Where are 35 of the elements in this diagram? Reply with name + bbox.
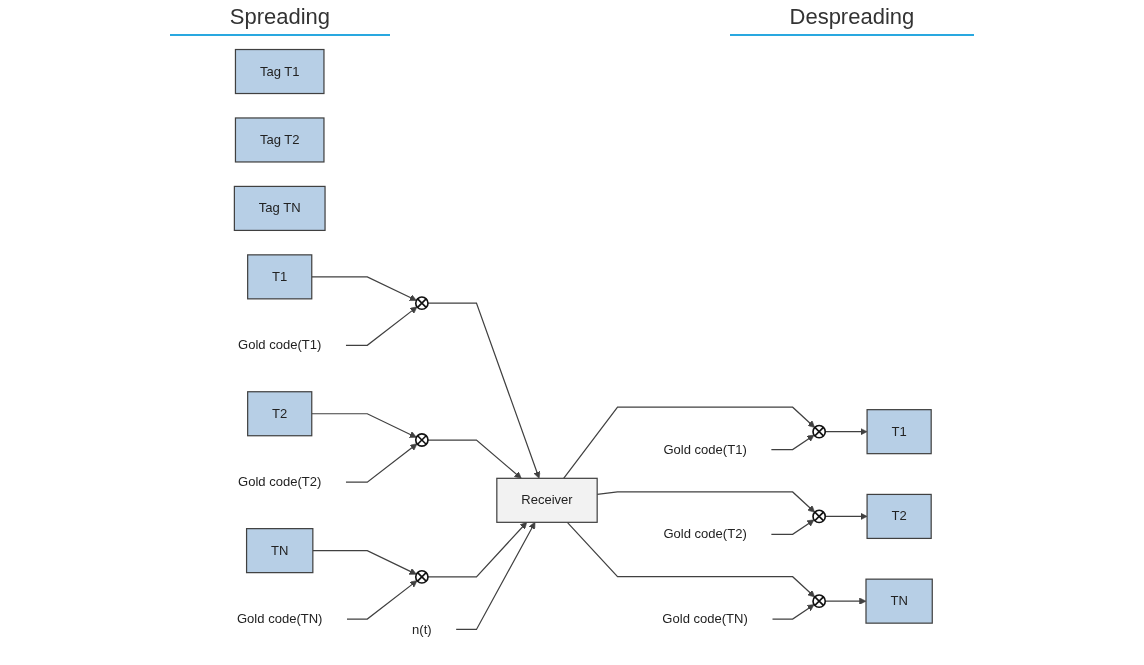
arrow <box>426 521 527 577</box>
arrow <box>566 521 815 597</box>
node-box: T2 <box>866 493 932 539</box>
section-heading: Despreading <box>729 4 975 36</box>
node-box: TN <box>245 527 314 573</box>
node-box: Receiver <box>495 477 598 523</box>
node-text: Gold code(TN) <box>661 611 748 626</box>
node-text: Gold code(T1) <box>237 337 321 352</box>
arrow <box>771 603 814 620</box>
arrow <box>770 434 814 450</box>
node-box: Tag TN <box>233 185 326 231</box>
node-box: T1 <box>866 408 932 454</box>
node-text: Gold code(TN) <box>236 611 323 626</box>
node-box: Tag T1 <box>234 48 325 94</box>
node-text: Gold code(T2) <box>663 526 747 541</box>
arrow <box>344 442 417 483</box>
arrow <box>770 519 814 535</box>
node-text: Gold code(T1) <box>663 441 747 456</box>
arrow <box>455 521 535 630</box>
node-text: Gold code(T2) <box>237 474 321 489</box>
arrow <box>426 438 522 479</box>
node-text: n(t) <box>411 621 432 636</box>
section-heading: Spreading <box>169 4 391 36</box>
arrow <box>426 302 540 479</box>
node-box: TN <box>865 578 933 624</box>
node-box: T1 <box>246 253 312 299</box>
node-box: Tag T2 <box>234 116 325 163</box>
arrow <box>344 306 417 346</box>
arrow <box>824 512 867 520</box>
arrow <box>824 427 867 435</box>
arrow <box>562 406 815 479</box>
node-box: T2 <box>246 390 312 436</box>
arrow <box>824 597 866 605</box>
arrow <box>345 579 417 620</box>
arrow <box>596 490 815 513</box>
